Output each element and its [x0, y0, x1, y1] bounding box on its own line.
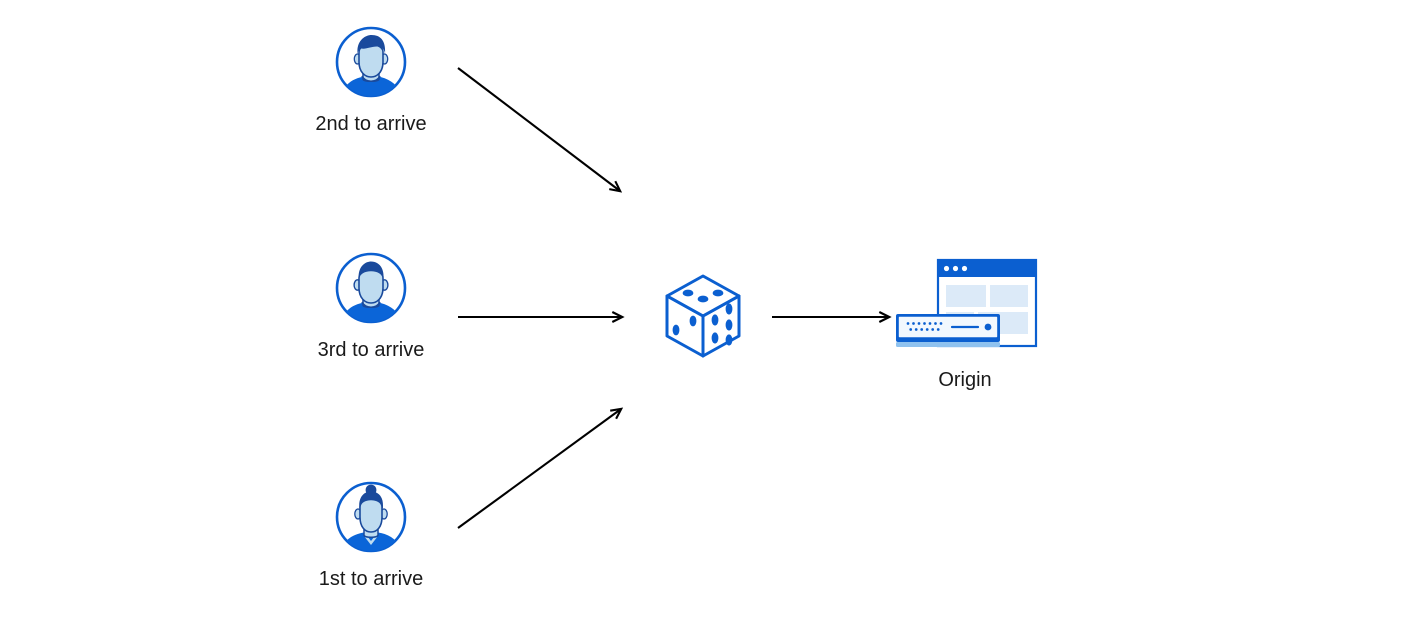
dice-top-pips [682, 289, 724, 303]
user-label: 3rd to arrive [317, 339, 425, 361]
user-avatar-bun-icon [335, 481, 407, 553]
server-appliance-icon [896, 314, 1000, 347]
user-node-3rd: 3rd to arrive [286, 250, 456, 362]
user-label: 1st to arrive [318, 568, 424, 590]
dice-right-pips [711, 303, 733, 346]
arrow-user-2nd-to-dice [457, 67, 623, 193]
dice-cube-icon [665, 274, 741, 358]
user-avatar-short-hair-icon [335, 26, 407, 98]
browser-window-dots [943, 265, 968, 272]
user-node-2nd: 2nd to arrive [286, 24, 456, 136]
user-avatar-crew-cut-icon [335, 252, 407, 324]
user-label: 2nd to arrive [315, 113, 427, 135]
dice-left-pips [672, 315, 697, 336]
server-vent-dots [906, 322, 943, 331]
origin-graphic [896, 258, 1038, 348]
arrow-user-1st-to-dice [457, 407, 624, 529]
randomizer-node [655, 268, 751, 364]
server-status-light [984, 323, 992, 331]
origin-label: Origin [938, 369, 992, 391]
origin-node: Origin [880, 252, 1050, 392]
user-node-1st: 1st to arrive [286, 479, 456, 591]
